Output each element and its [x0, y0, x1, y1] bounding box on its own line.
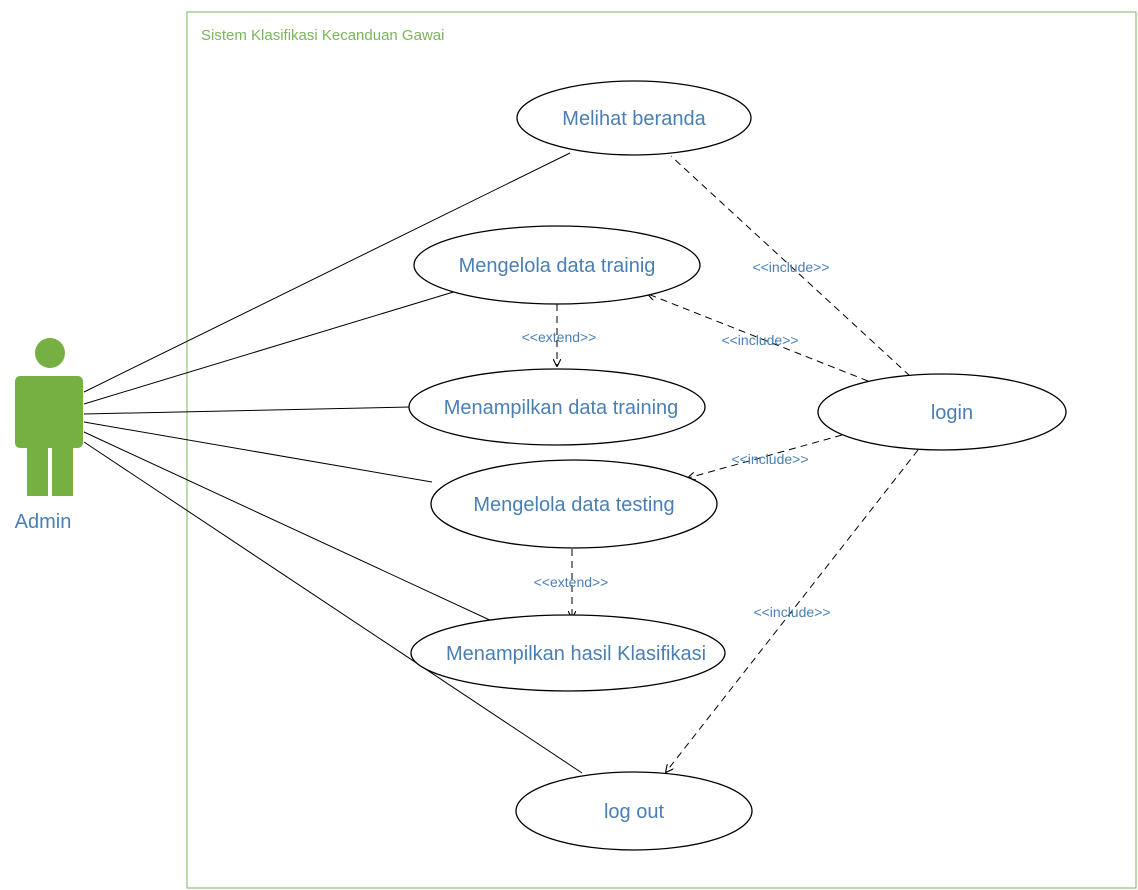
include-label-testing: <<include>> — [731, 451, 808, 467]
system-boundary — [186, 11, 1137, 889]
include-line-training — [648, 294, 869, 382]
include-line-testing — [688, 434, 843, 478]
include-line-logout — [666, 449, 919, 772]
assoc-mengelola-training — [83, 289, 461, 405]
use-case-melihat-beranda: Melihat beranda — [516, 80, 752, 156]
assoc-mengelola-testing — [83, 421, 433, 483]
assoc-menampilkan-training — [83, 406, 411, 415]
assoc-melihat-beranda — [83, 152, 571, 393]
use-case-login: login — [817, 373, 1067, 451]
actor-label: Admin — [15, 511, 72, 533]
actor-admin: Admin — [15, 338, 83, 533]
use-case-label: log out — [604, 801, 664, 823]
use-case-label: Melihat beranda — [562, 108, 706, 130]
use-case-label: Mengelola data testing — [473, 494, 674, 516]
use-case-label: Menampilkan hasil Klasifikasi — [446, 643, 706, 665]
include-label-logout: <<include>> — [753, 604, 830, 620]
use-case-menampilkan-training: Menampilkan data training — [408, 368, 706, 446]
dependencies — [557, 155, 919, 772]
include-label-training: <<include>> — [721, 332, 798, 348]
include-label-beranda: <<include>> — [752, 259, 829, 275]
use-case-label: login — [931, 402, 973, 424]
extend-label-training: <<extend>> — [522, 329, 597, 345]
use-case-label: Mengelola data trainig — [459, 255, 656, 277]
use-case-label: Menampilkan data training — [444, 397, 679, 419]
include-line-beranda — [670, 155, 911, 377]
use-case-mengelola-training: Mengelola data trainig — [413, 225, 701, 305]
assoc-log-out — [83, 441, 583, 774]
assoc-menampilkan-hasil — [83, 431, 495, 623]
use-case-menampilkan-hasil: Menampilkan hasil Klasifikasi — [410, 614, 726, 692]
extend-label-testing: <<extend>> — [534, 574, 609, 590]
associations — [83, 152, 583, 774]
system-title: Sistem Klasifikasi Kecanduan Gawai — [201, 27, 444, 44]
use-case-log-out: log out — [515, 771, 753, 851]
use-case-mengelola-testing: Mengelola data testing — [430, 459, 718, 549]
